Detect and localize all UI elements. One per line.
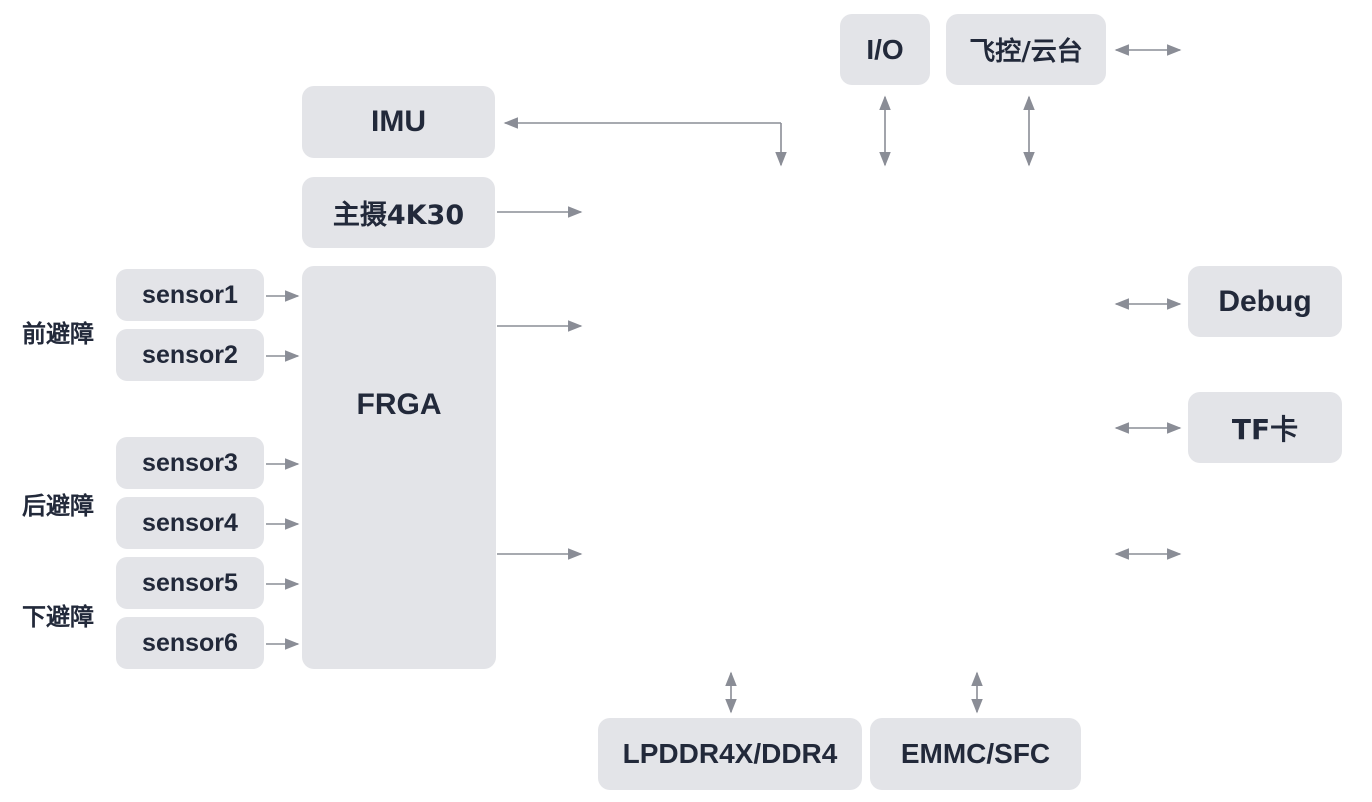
storage-block: EMMC/SFC	[870, 718, 1081, 790]
sensor6-block: sensor6	[116, 617, 264, 669]
sensor3-block: sensor3	[116, 437, 264, 489]
main-camera-block: 主摄4K30	[302, 177, 495, 248]
sensor5-block: sensor5	[116, 557, 264, 609]
memory-block: LPDDR4X/DDR4	[598, 718, 862, 790]
fpga-block	[302, 266, 496, 669]
tf-card-block: TF卡	[1188, 392, 1342, 463]
fpga-label: FRGA	[356, 388, 442, 421]
down-avoidance-label: 下避障	[22, 603, 94, 631]
front-avoidance-label: 前避障	[22, 320, 94, 348]
imu-block: IMU	[302, 86, 495, 158]
sensor1-block: sensor1	[116, 269, 264, 321]
io-block: I/O	[840, 14, 930, 85]
flight-gimbal-block: 飞控/云台	[946, 14, 1106, 85]
sensor4-block: sensor4	[116, 497, 264, 549]
rear-avoidance-label: 后避障	[22, 492, 94, 520]
sensor2-block: sensor2	[116, 329, 264, 381]
debug-block: Debug	[1188, 266, 1342, 337]
